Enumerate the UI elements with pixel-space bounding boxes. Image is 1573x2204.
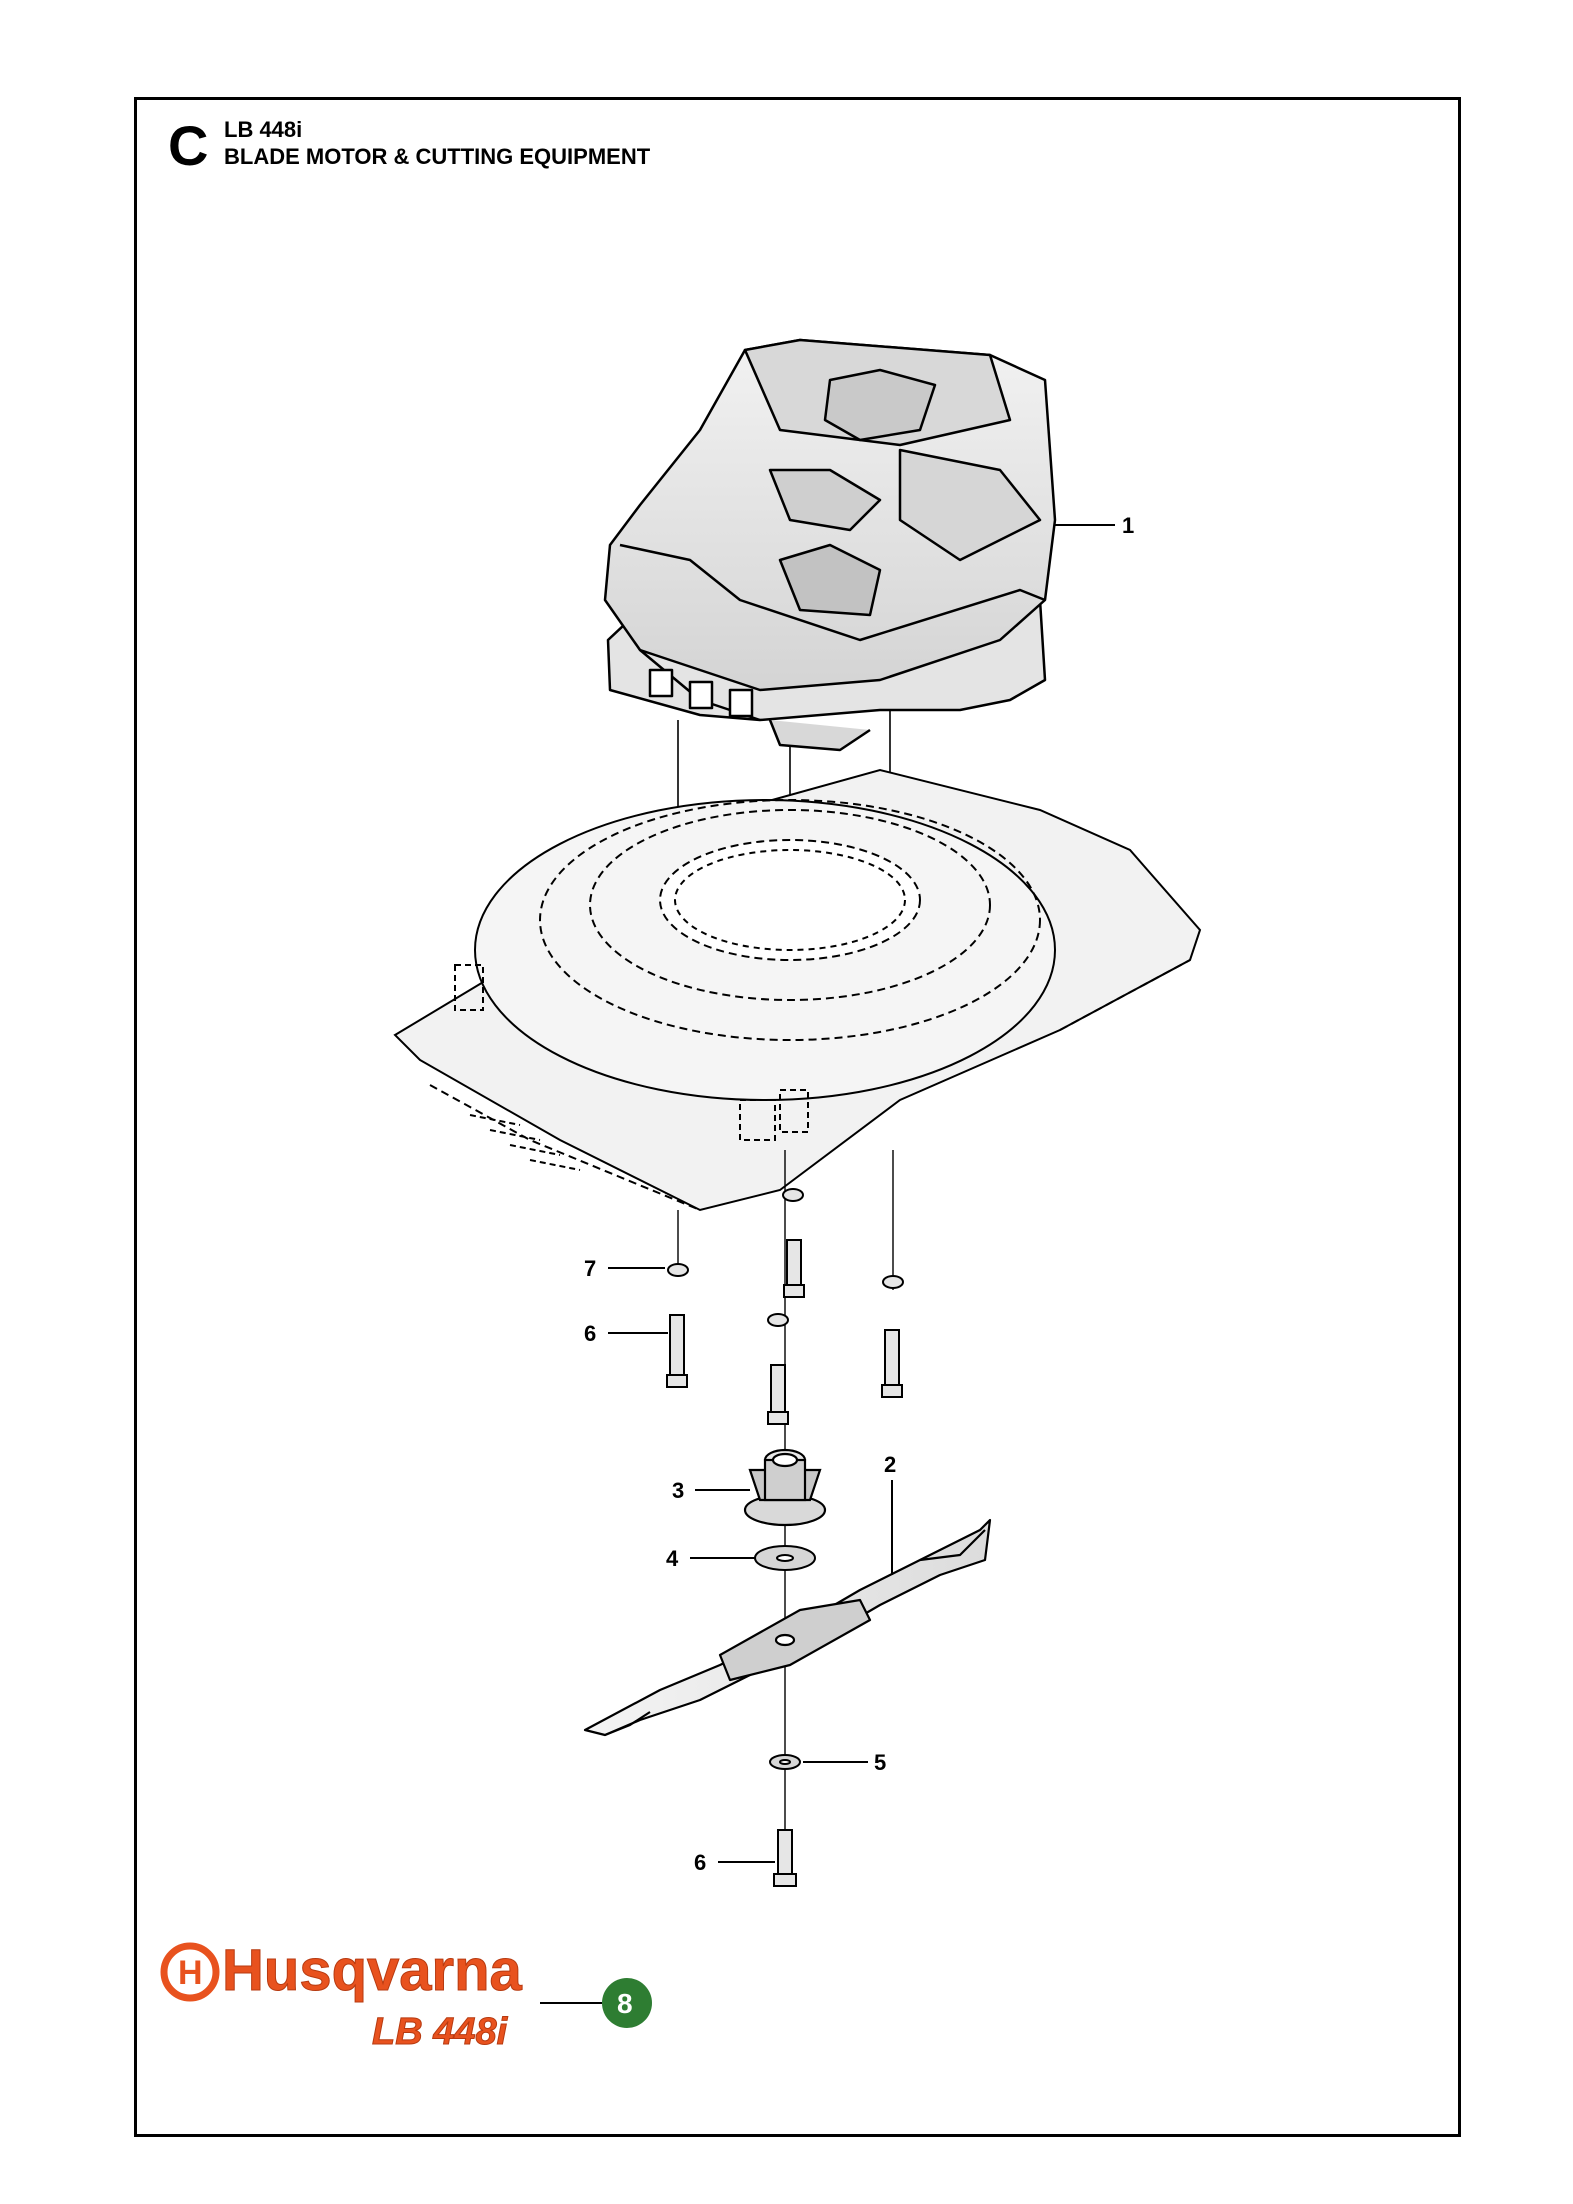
callout-6a: 6 [584, 1321, 596, 1346]
callout-3: 3 [672, 1478, 684, 1503]
brand-logo: H Husqvarna LB 448i [160, 1938, 523, 2054]
page-frame [134, 97, 1461, 2137]
blade-bolt [773, 1829, 797, 1887]
callout-1: 1 [1122, 513, 1134, 538]
washer-large [754, 1545, 816, 1571]
blade-hub [743, 1448, 827, 1527]
brand-name: Husqvarna [222, 1938, 523, 2003]
callout-6b: 6 [694, 1850, 706, 1875]
callout-7: 7 [584, 1256, 596, 1281]
mower-deck [393, 768, 1202, 1212]
diagram-title: BLADE MOTOR & CUTTING EQUIPMENT [224, 144, 651, 169]
svg-text:H: H [178, 1954, 203, 1992]
page-number: 8 [617, 1988, 633, 2019]
washer-small [769, 1754, 801, 1770]
cutting-blade [583, 1518, 992, 1737]
callout-2: 2 [884, 1452, 896, 1477]
section-letter: C [168, 114, 209, 177]
page-number-badge [602, 1978, 652, 2028]
callout-5: 5 [874, 1750, 886, 1775]
footer-model: LB 448i [372, 2011, 509, 2053]
model-title: LB 448i [224, 117, 303, 142]
fastener-set [666, 1188, 904, 1425]
motor-cover [603, 338, 1057, 752]
callout-4: 4 [666, 1546, 679, 1571]
